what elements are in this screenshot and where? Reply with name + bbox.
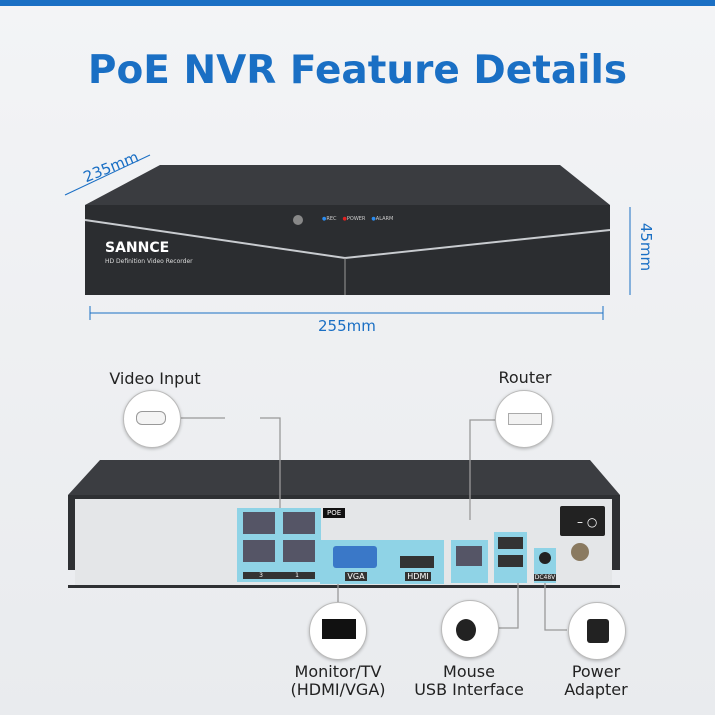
led-indicators: ●REC ●POWER ●ALARM <box>322 216 393 222</box>
brand-logo: SANNCE <box>105 240 170 256</box>
ground-screw <box>571 543 589 561</box>
monitor-icon <box>309 602 367 660</box>
nvr-top-face <box>85 165 610 205</box>
rear-nvr-illustration: – ○ <box>68 417 620 631</box>
height-label: 45mm <box>637 222 656 272</box>
led-alarm: ●ALARM <box>371 216 394 222</box>
power-adapter-icon <box>568 602 626 660</box>
brand-subtitle: HD Definition Video Recorder <box>105 258 193 265</box>
poe-port-1 <box>283 512 315 534</box>
front-nvr-illustration <box>64 154 631 320</box>
poe-port-4 <box>243 540 275 562</box>
poe-label: POE <box>323 508 346 518</box>
vga-label: VGA <box>345 572 367 581</box>
width-label: 255mm <box>318 317 376 335</box>
nvr-front-face <box>85 205 610 295</box>
dc-label: DC48V <box>534 574 556 581</box>
svg-text:– ○: – ○ <box>577 515 597 529</box>
vga-port[interactable] <box>333 546 377 568</box>
mouse-icon <box>441 600 499 658</box>
ir-sensor <box>293 215 303 225</box>
top-accent-bar <box>0 0 715 6</box>
video-input-label: Video Input <box>109 369 201 388</box>
hdmi-port[interactable] <box>400 556 434 568</box>
router-icon <box>495 390 553 448</box>
led-power: ●POWER <box>342 216 366 222</box>
power-switch <box>560 506 605 536</box>
page-title: PoE NVR Feature Details <box>87 48 628 93</box>
nvr-rear-top <box>68 460 620 495</box>
camera-icon <box>123 390 181 448</box>
hdmi-label: HDMI <box>405 572 431 581</box>
depth-dimension-line <box>64 154 151 196</box>
router-label: Router <box>498 368 552 387</box>
led-rec: ●REC <box>322 216 337 222</box>
poe-port-3 <box>243 512 275 534</box>
poe-port-2 <box>283 540 315 562</box>
monitor-label: Monitor/TV(HDMI/VGA) <box>290 662 386 699</box>
